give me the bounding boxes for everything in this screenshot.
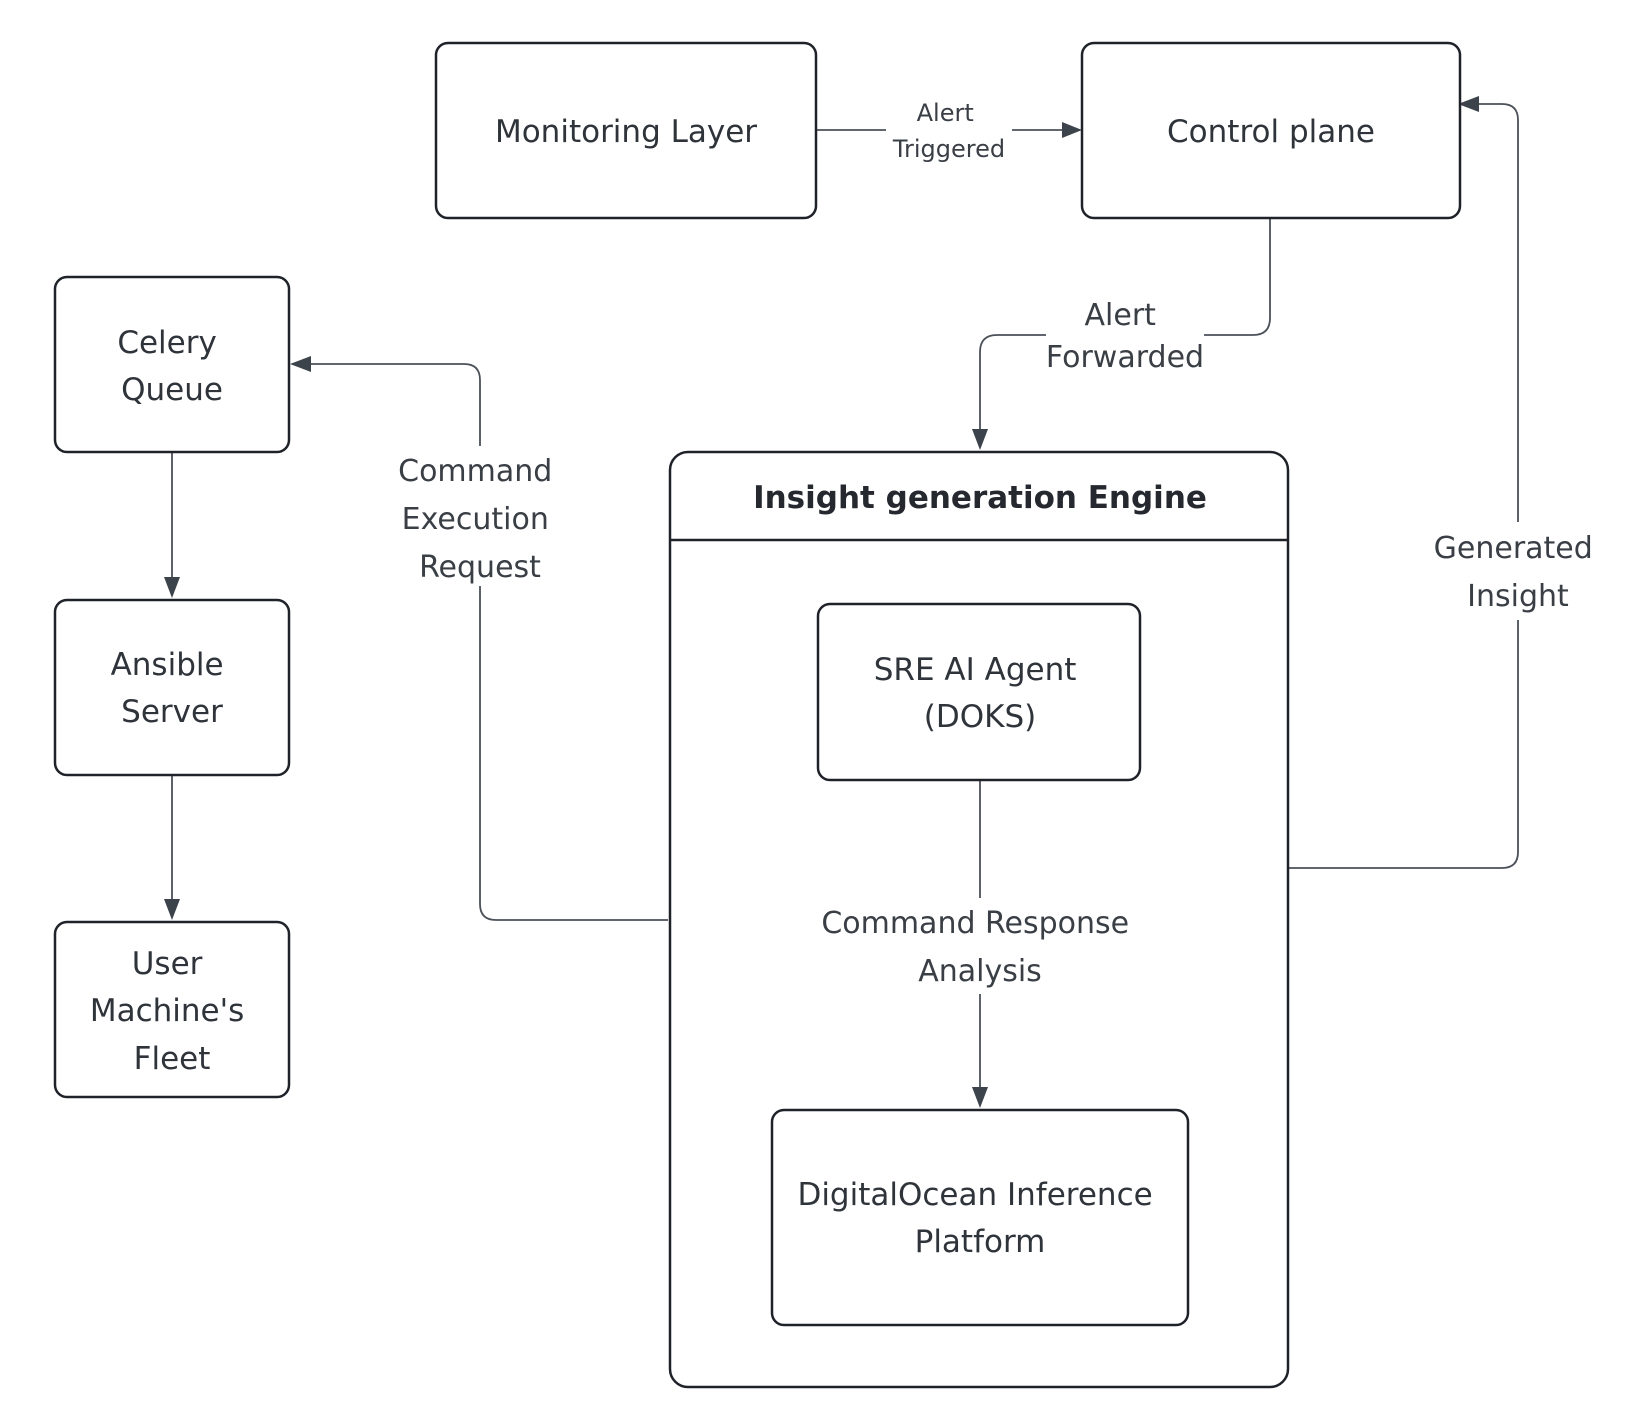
edge-label-command-response-analysis: Command Response Analysis <box>821 906 1138 989</box>
node-celery-queue: Celery Queue <box>53 275 291 454</box>
node-label-sre-ai-agent: SRE AI Agent (DOKS) <box>874 652 1086 735</box>
edge-celery-to-ansible <box>164 452 180 598</box>
node-ansible-server: Ansible Server <box>53 598 291 777</box>
node-label-celery-queue: Celery Queue <box>117 325 226 408</box>
node-monitoring-layer: Monitoring Layer <box>434 41 818 220</box>
node-label-inference-platform: DigitalOcean Inference Platform <box>797 1177 1162 1260</box>
group-insight-generation-engine: Insight generation Engine Command Respon… <box>668 450 1290 1389</box>
edge-alert-triggered: Alert Triggered <box>816 94 1082 166</box>
edge-label-alert-forwarded: Alert Forwarded <box>1046 298 1204 375</box>
node-user-fleet: User Machine's Fleet <box>53 920 291 1099</box>
node-label-user-fleet: User Machine's Fleet <box>90 946 254 1077</box>
edge-command-execution-request: Command Execution Request <box>290 356 668 921</box>
node-inference-platform: DigitalOcean Inference Platform <box>770 1108 1190 1327</box>
edge-command-response-analysis: Command Response Analysis <box>812 780 1148 1108</box>
node-label-monitoring-layer: Monitoring Layer <box>495 114 757 150</box>
node-sre-ai-agent: SRE AI Agent (DOKS) <box>816 602 1142 782</box>
edge-label-command-execution-request: Command Execution Request <box>398 454 562 585</box>
node-label-control-plane: Control plane <box>1167 114 1375 150</box>
edge-label-generated-insight: Generated Insight <box>1434 531 1603 614</box>
group-title: Insight generation Engine <box>753 480 1207 516</box>
node-control-plane: Control plane <box>1080 41 1462 220</box>
edge-label-alert-triggered: Alert Triggered <box>892 99 1005 163</box>
edge-alert-forwarded: Alert Forwarded <box>972 218 1271 450</box>
edge-generated-insight: Generated Insight <box>1288 96 1604 869</box>
node-label-ansible-server: Ansible Server <box>111 647 234 730</box>
edge-ansible-to-fleet <box>164 774 180 920</box>
